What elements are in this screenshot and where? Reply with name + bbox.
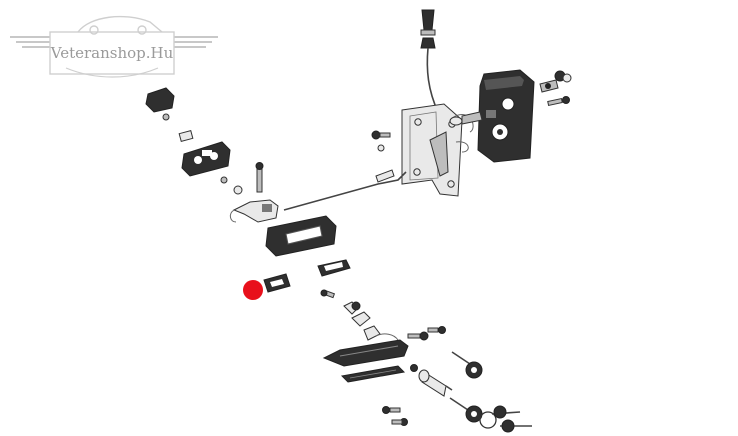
bowden-cable bbox=[426, 47, 439, 113]
lock-knob-top bbox=[420, 9, 436, 49]
push-rod bbox=[283, 171, 407, 211]
bottom-screws bbox=[382, 406, 408, 426]
seal-pad-highlighted bbox=[263, 273, 291, 293]
inner-handle-bezel bbox=[178, 129, 243, 195]
lock-cylinder bbox=[418, 369, 453, 397]
handle-gasket-large bbox=[265, 215, 337, 257]
highlight-marker bbox=[243, 280, 263, 300]
veteranshop-logo: Veteranshop.Hu bbox=[10, 15, 218, 78]
handle-screws bbox=[320, 289, 446, 341]
logo-text: Veteranshop.Hu bbox=[50, 44, 174, 62]
plate-screw bbox=[371, 130, 391, 152]
handle-lever bbox=[229, 199, 279, 223]
key-lower bbox=[449, 397, 532, 433]
handle-gasket-small bbox=[317, 259, 351, 277]
lock-mechanism-body bbox=[449, 69, 535, 163]
mechanism-screws bbox=[539, 70, 572, 107]
outer-door-handle bbox=[322, 339, 418, 383]
key-upper bbox=[451, 351, 483, 379]
backing-plate bbox=[401, 103, 474, 197]
inner-handle-cap bbox=[145, 87, 175, 121]
lever-bolt bbox=[255, 162, 264, 193]
